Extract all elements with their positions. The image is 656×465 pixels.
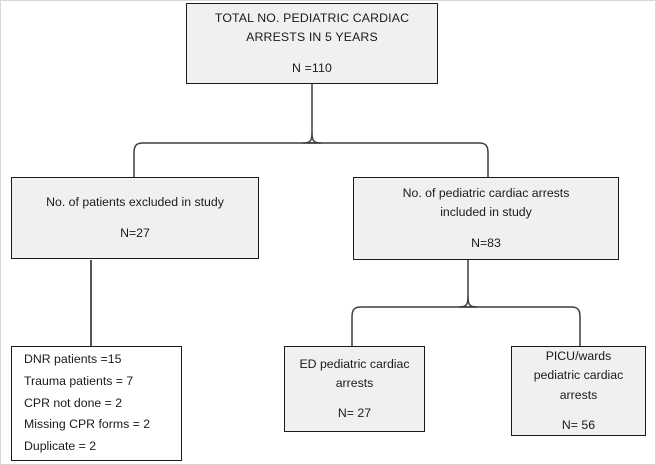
- picu-arrests-count: N= 56: [561, 417, 596, 432]
- included-arrests-box: No. of pediatric cardiac arrests include…: [353, 177, 619, 260]
- excluded-patients-count: N=27: [120, 225, 150, 240]
- ed-arrests-count: N= 27: [337, 406, 372, 421]
- picu-arrests-line1: PICU/wards: [545, 349, 612, 364]
- excluded-patients-label: No. of patients excluded in study: [46, 195, 224, 210]
- connector-included-split-right: [458, 296, 581, 346]
- total-arrests-line2: ARRESTS IN 5 YEARS: [246, 30, 378, 45]
- exclusion-reasons-box: DNR patients =15 Trauma patients = 7 CPR…: [11, 346, 182, 461]
- picu-arrests-line3: arrests: [559, 387, 598, 402]
- excluded-patients-box: No. of patients excluded in study N=27: [11, 177, 259, 259]
- picu-arrests-line2: pediatric cardiac: [533, 368, 624, 383]
- connector-total-split-right: [302, 132, 489, 177]
- exclusion-reason-item: DNR patients =15: [24, 351, 122, 366]
- connector-total-split: [133, 84, 322, 177]
- exclusion-reason-item: CPR not done = 2: [24, 395, 123, 410]
- ed-arrests-box: ED pediatric cardiac arrests N= 27: [284, 346, 425, 432]
- exclusion-reason-item: Duplicate = 2: [24, 439, 97, 454]
- exclusion-reason-item: Trauma patients = 7: [24, 373, 134, 388]
- ed-arrests-line1: ED pediatric cardiac: [299, 356, 410, 371]
- total-arrests-box: TOTAL NO. PEDIATRIC CARDIAC ARRESTS IN 5…: [186, 3, 438, 84]
- total-arrests-line1: TOTAL NO. PEDIATRIC CARDIAC: [214, 11, 410, 26]
- included-arrests-count: N=83: [471, 235, 501, 250]
- connector-included-split: [351, 260, 478, 346]
- included-arrests-line1: No. of pediatric cardiac arrests: [402, 186, 570, 201]
- picu-arrests-box: PICU/wards pediatric cardiac arrests N= …: [511, 346, 646, 436]
- ed-arrests-line2: arrests: [335, 375, 374, 390]
- total-arrests-count: N =110: [292, 60, 332, 75]
- exclusion-reason-item: Missing CPR forms = 2: [24, 417, 151, 432]
- included-arrests-line2: included in study: [440, 205, 532, 220]
